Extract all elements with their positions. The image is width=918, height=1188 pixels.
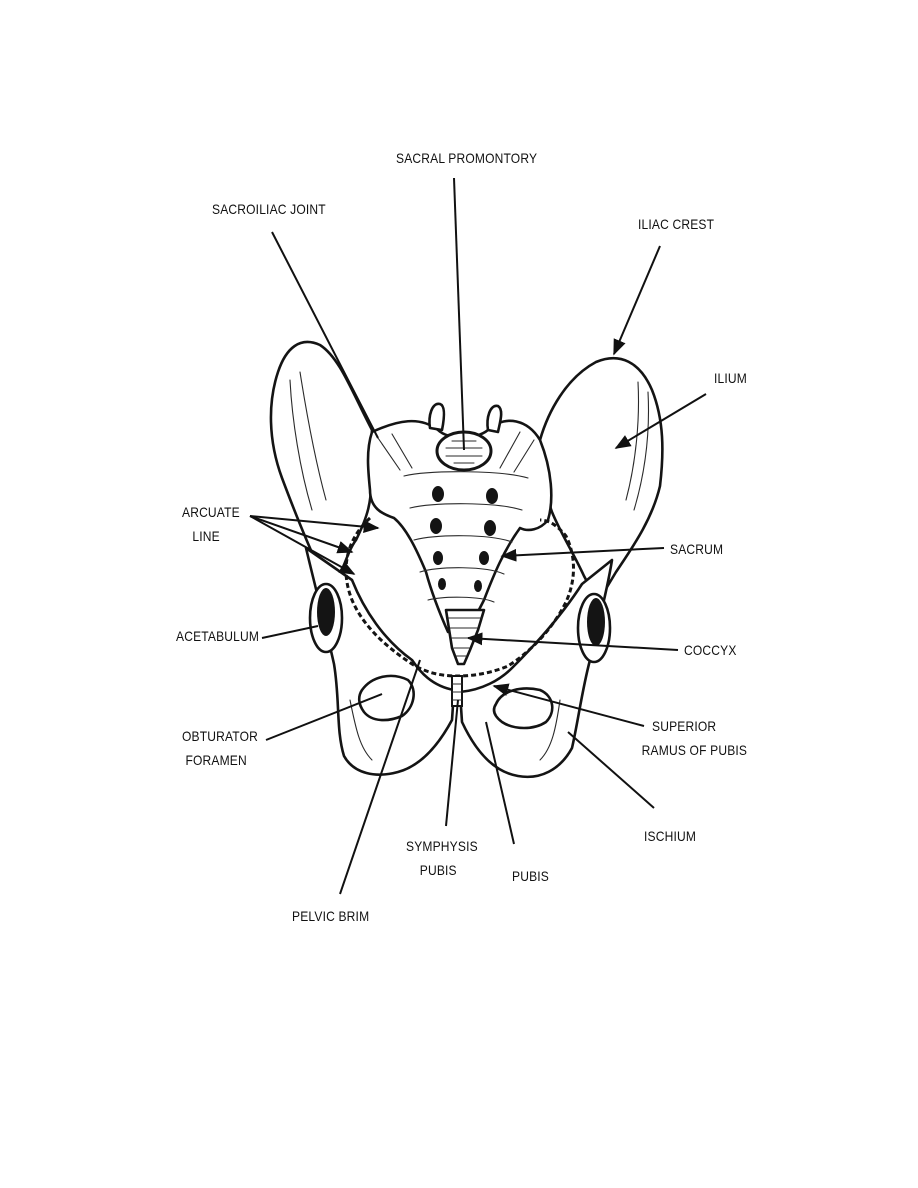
label-coccyx: COCCYX — [684, 642, 737, 658]
coccyx — [444, 608, 486, 666]
leader-sacrum — [500, 547, 665, 562]
right-acetabulum-fossa — [587, 598, 605, 646]
label-obturator-foramen: OBTURATOR FORAMEN — [182, 724, 258, 772]
leader-symphysis-pubis — [445, 699, 459, 827]
left-hip-lower — [304, 546, 456, 776]
leader-obturator-foramen — [265, 693, 383, 741]
label-iliac-crest: ILIAC CREST — [638, 216, 715, 232]
leader-iliac-crest — [613, 245, 661, 356]
pelvic-brim — [344, 516, 575, 678]
sacral-foramina — [430, 486, 498, 592]
leader-ischium — [567, 731, 655, 809]
label-symphysis-pubis: SYMPHYSIS PUBIS — [406, 834, 478, 882]
leader-arcuate-line-1 — [249, 515, 354, 554]
leader-ilium — [614, 393, 707, 449]
label-ischium: ISCHIUM — [644, 828, 697, 844]
label-obturator-foramen-2: FORAMEN — [185, 752, 247, 768]
label-pubis: PUBIS — [512, 868, 549, 884]
leader-pelvic-brim — [339, 659, 421, 895]
leader-superior-ramus — [492, 683, 645, 727]
label-obturator-foramen-1: OBTURATOR — [182, 728, 259, 744]
label-ilium: ILIUM — [714, 370, 747, 386]
label-symphysis-pubis-1: SYMPHYSIS — [406, 838, 478, 854]
label-sacral-promontory: SACRAL PROMONTORY — [396, 150, 538, 166]
label-symphysis-pubis-2: PUBIS — [419, 862, 457, 878]
label-sacrum: SACRUM — [670, 541, 724, 557]
left-obturator-foramen — [357, 674, 415, 722]
label-arcuate-line: ARCUATE LINE — [182, 500, 240, 548]
left-acetabulum-fossa — [317, 588, 335, 636]
leader-arcuate-line-3 — [249, 515, 380, 534]
ilium-hatching — [289, 371, 650, 761]
label-arcuate-line-2: LINE — [192, 528, 220, 544]
right-articular-process — [486, 404, 503, 434]
leader-sacral-promontory — [453, 177, 465, 451]
sacrum-hatching — [377, 431, 535, 603]
right-ilium — [538, 356, 664, 604]
leader-acetabulum — [261, 625, 319, 639]
leader-pubis — [485, 721, 515, 845]
label-pelvic-brim: PELVIC BRIM — [292, 908, 370, 924]
label-acetabulum: ACETABULUM — [176, 628, 260, 644]
leader-arcuate-line-2 — [249, 515, 356, 575]
label-sacroiliac-joint: SACROILIAC JOINT — [212, 201, 326, 217]
label-superior-ramus-2: RAMUS OF PUBIS — [641, 742, 748, 758]
label-superior-ramus-1: SUPERIOR — [652, 718, 717, 734]
left-articular-process — [428, 402, 446, 432]
leader-sacroiliac-joint — [271, 231, 379, 439]
label-arcuate-line-1: ARCUATE — [182, 504, 240, 520]
left-ilium — [269, 340, 374, 602]
leader-coccyx — [466, 632, 679, 651]
label-superior-ramus-of-pubis: SUPERIOR RAMUS OF PUBIS — [642, 714, 747, 762]
